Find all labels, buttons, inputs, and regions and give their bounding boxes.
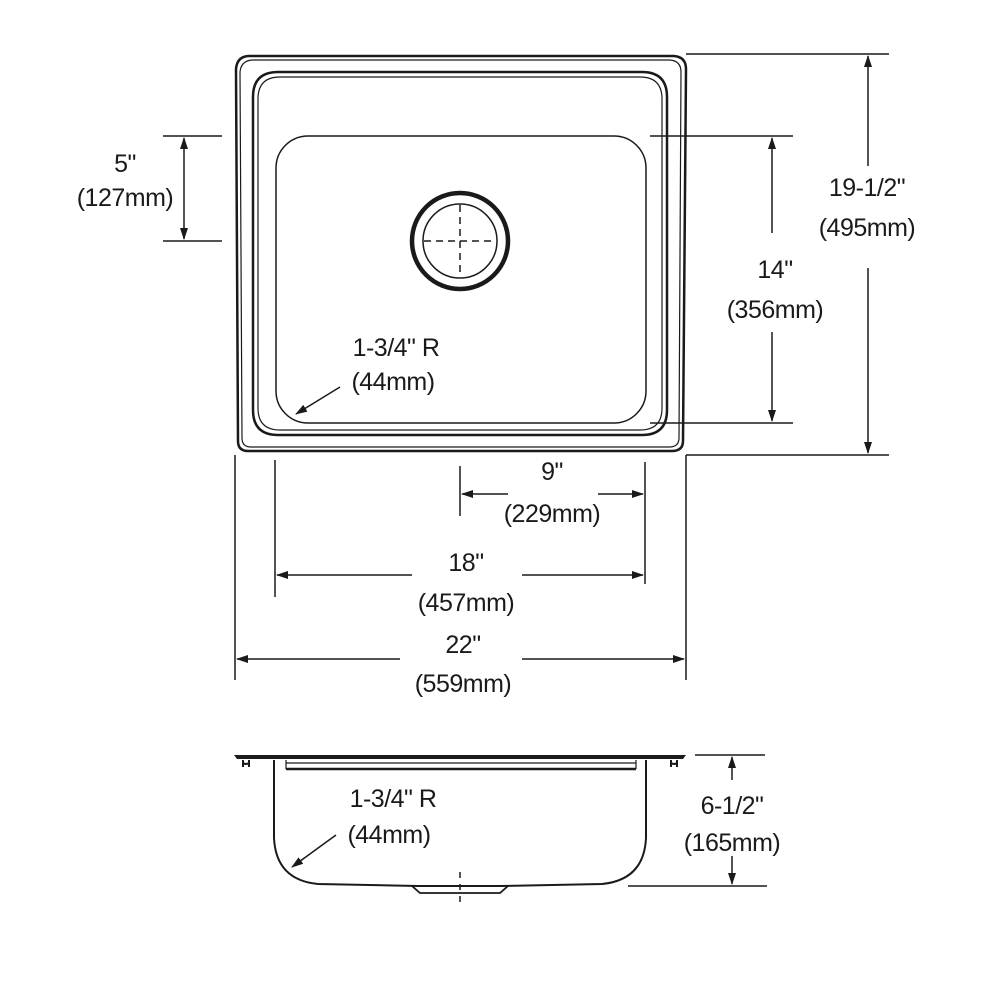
dim-label-in: 22" [445,631,480,659]
callout-label-in: 1-3/4" R [353,334,440,362]
sink-deck-profile [234,755,686,759]
top-view: 5" (127mm) 14" (356mm) 19-1/2" (495mm) 1… [77,53,916,698]
dim-label-in: 5" [114,150,136,178]
dim-label-in: 19-1/2" [829,174,905,202]
callout-corner-radius-side: 1-3/4" R (44mm) [291,785,437,868]
dim-bowl-front-offset: 5" (127mm) [77,135,222,242]
dim-label-mm: (559mm) [415,670,512,698]
dim-label-in: 14" [757,256,792,284]
callout-label-in: 1-3/4" R [350,785,437,813]
drain-icon [409,190,511,292]
side-view: 1-3/4" R (44mm) 6-1/2" (165mm) [234,754,781,908]
mounting-clip-icon [242,760,678,767]
dim-overall-width: 22" (559mm) [234,455,687,698]
callout-corner-radius-top: 1-3/4" R (44mm) [295,334,440,415]
dim-label-mm: (165mm) [684,829,781,857]
dim-label-mm: (356mm) [727,296,824,324]
dim-label-in: 6-1/2" [701,792,764,820]
dim-label-in: 9" [541,458,563,486]
drain-profile-icon [411,885,509,894]
dim-label-mm: (229mm) [504,500,601,528]
dim-label-mm: (457mm) [418,589,515,617]
dim-overall-depth: 19-1/2" (495mm) [686,53,916,456]
callout-label-mm: (44mm) [347,821,430,849]
sink-bowl-profile [273,760,647,887]
dim-label-mm: (495mm) [819,214,916,242]
dim-bowl-depth: 14" (356mm) [650,135,824,424]
dim-drain-offset: 9" (229mm) [459,458,646,584]
dim-bowl-height: 6-1/2" (165mm) [628,754,781,887]
sink-bowl-outline [275,135,647,424]
dim-label-in: 18" [448,549,483,577]
dim-label-mm: (127mm) [77,184,174,212]
callout-label-mm: (44mm) [351,368,434,396]
dim-bowl-width: 18" (457mm) [274,460,644,617]
sink-deck-ledge [251,70,669,437]
sink-outer-rim [234,54,688,453]
